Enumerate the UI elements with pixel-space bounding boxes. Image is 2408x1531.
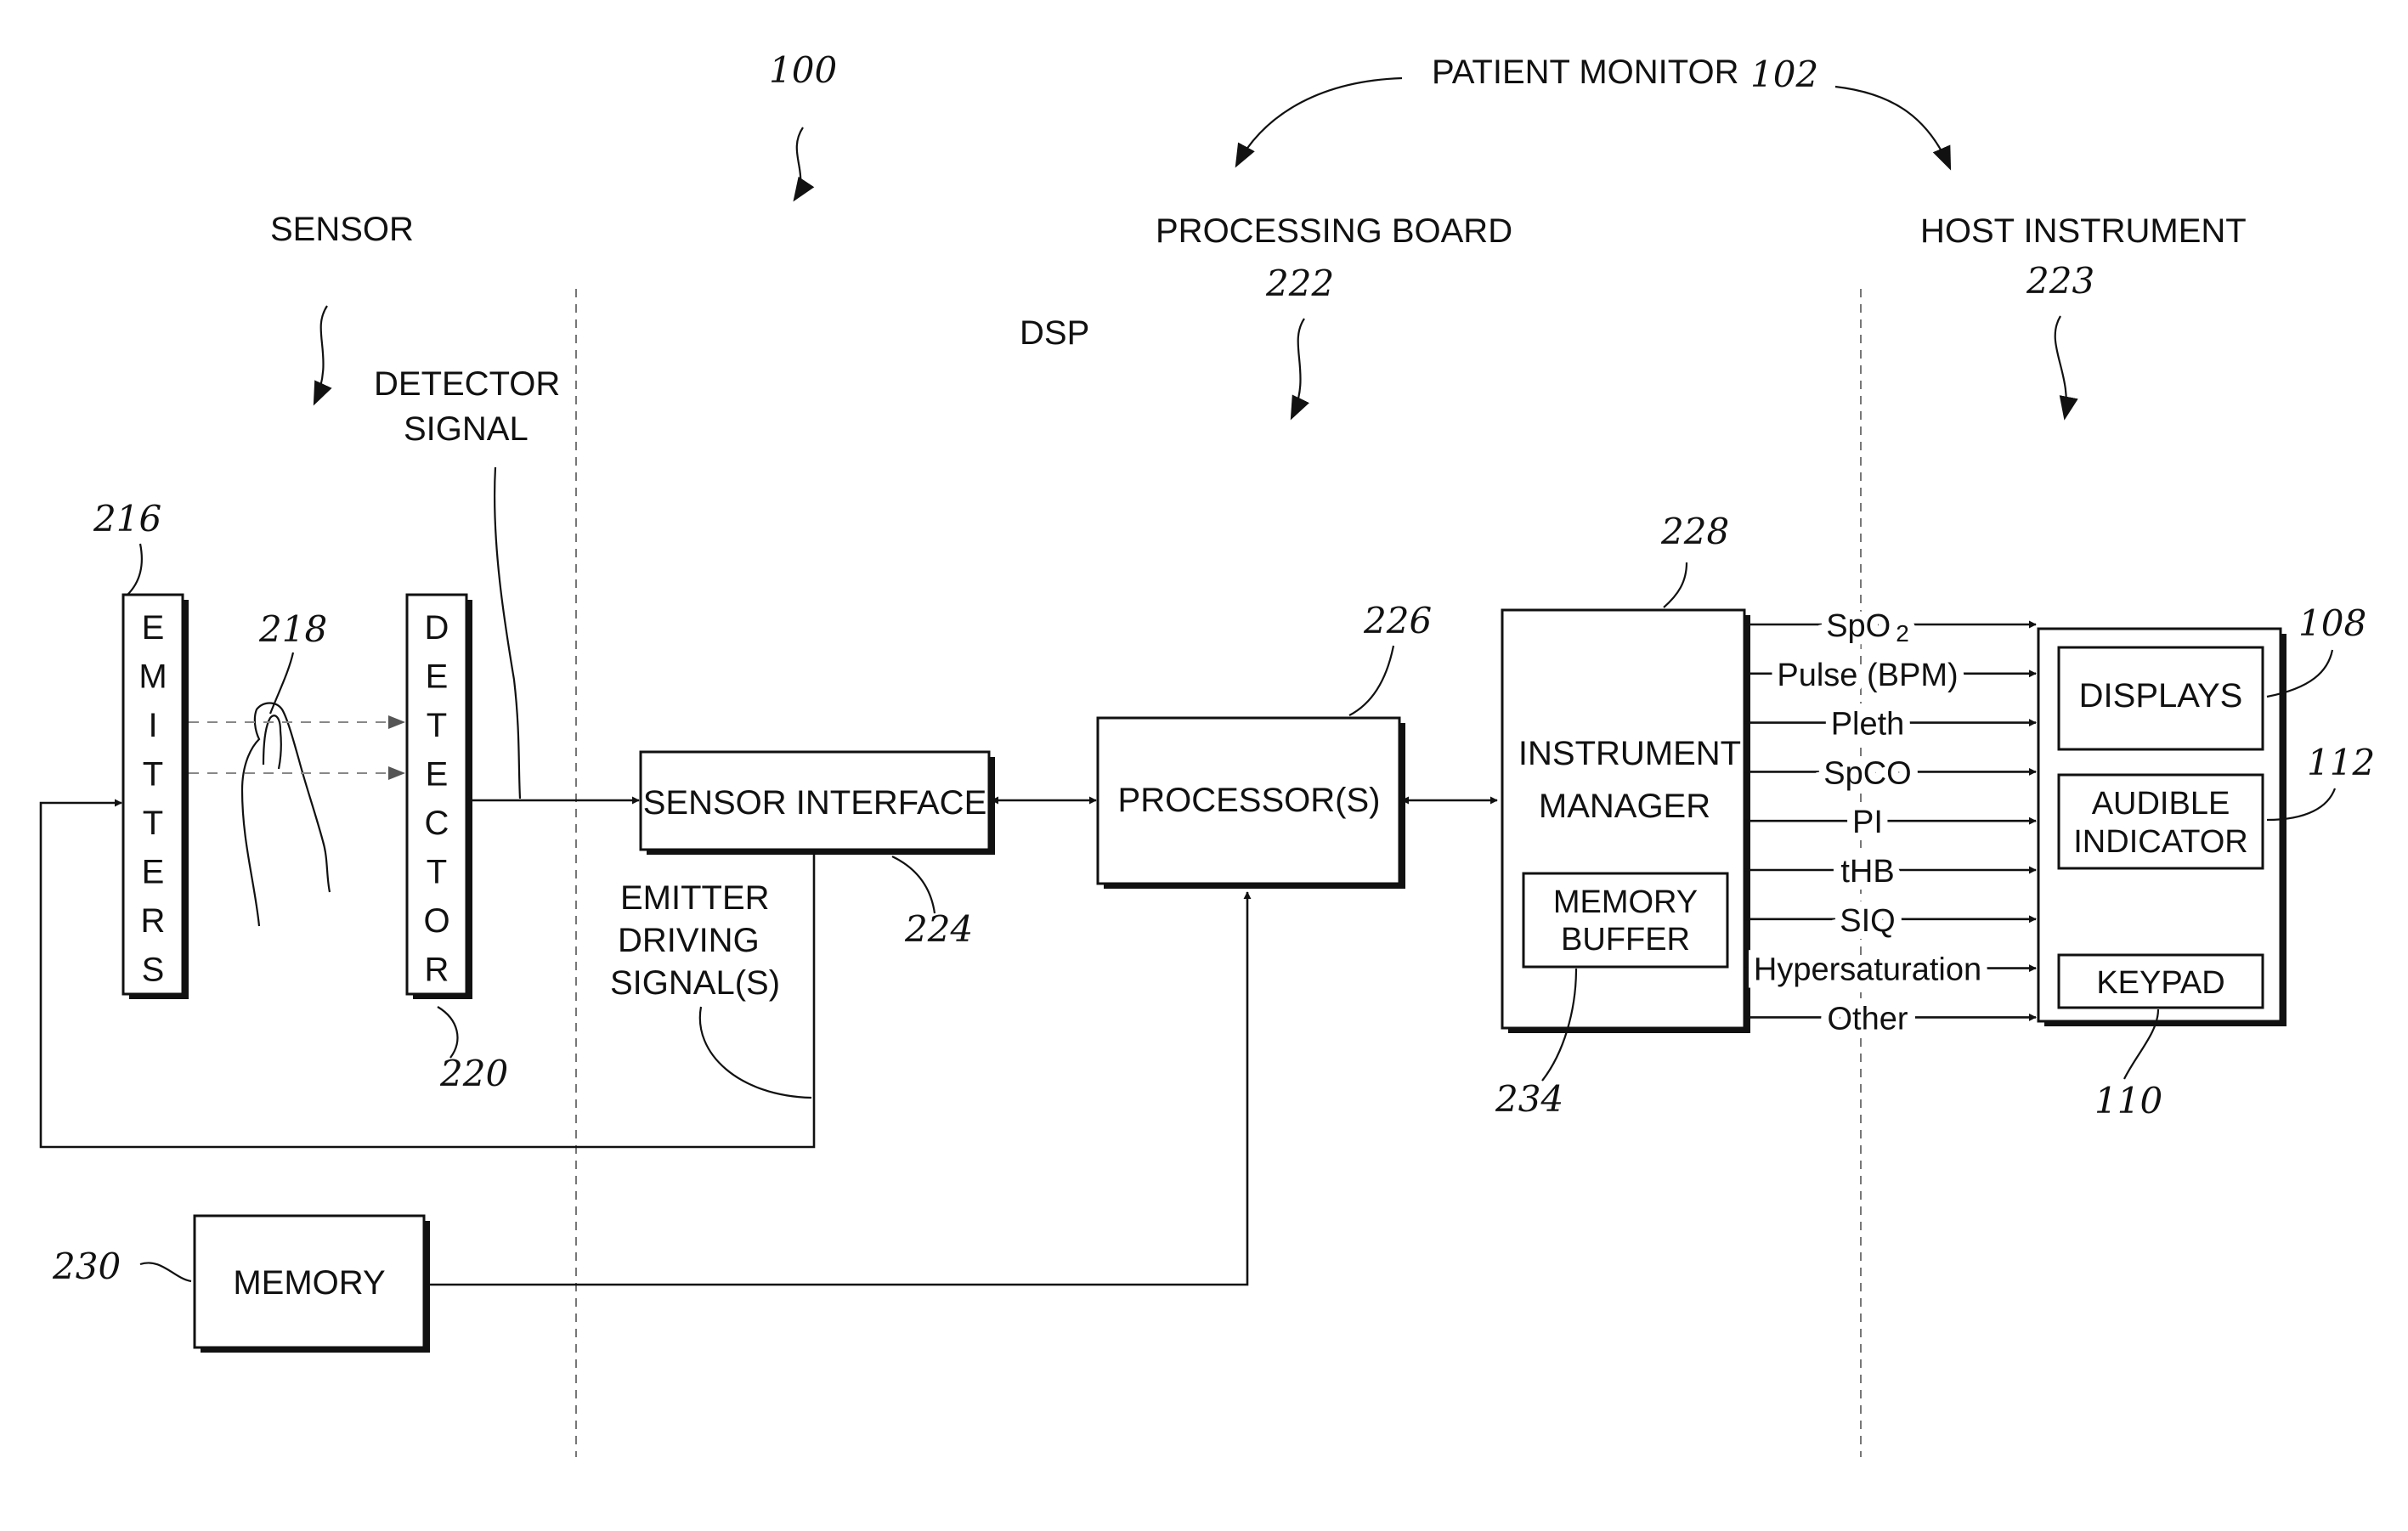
audible-indicator-label-2: INDICATOR: [2073, 824, 2248, 860]
output-label: PI: [1852, 805, 1883, 840]
host-instrument-block: DISPLAYS 108 AUDIBLE INDICATOR 112 KEYPA…: [2038, 602, 2375, 1121]
parameter-outputs: SpO2Pulse (BPM) PlethSpCO PI tHB SIQ Hypersat…: [1744, 608, 2036, 1037]
processor-block: 226 PROCESSOR(S): [1098, 600, 1432, 889]
emitters-block: 216 EMITTERS: [93, 498, 189, 999]
emitters-letter: R: [141, 902, 166, 940]
processing-board-ref: 222: [1265, 263, 1334, 304]
memory-processor-wire: [430, 892, 1247, 1285]
finger-illustration: 218: [242, 608, 330, 926]
instrument-manager-label-2: MANAGER: [1539, 788, 1710, 825]
emitters-letter: E: [142, 854, 165, 891]
finger-ref: 218: [258, 608, 327, 650]
svg-text:EMITTER: EMITTER: [620, 879, 770, 917]
instrument-manager-ref: 228: [1660, 511, 1729, 552]
emitters-letter: M: [138, 658, 167, 696]
processor-ref: 226: [1363, 600, 1432, 641]
memory-buffer-label-1: MEMORY: [1553, 884, 1698, 920]
output-label: tHB: [1840, 854, 1894, 890]
detector-ref: 220: [439, 1053, 508, 1094]
host-instrument-label: HOST INSTRUMENT: [1920, 212, 2247, 250]
svg-text:SIGNAL: SIGNAL: [404, 410, 529, 448]
displays-label: DISPLAYS: [2079, 677, 2243, 715]
memory-label: MEMORY: [233, 1264, 385, 1302]
sensor-interface-block: SENSOR INTERFACE 224: [641, 752, 995, 950]
header-labels: 100 PATIENT MONITOR 102 SENSOR PROCESSIN…: [270, 49, 2247, 418]
output-label: Hypersaturation: [1754, 952, 1981, 988]
output-label: Other: [1827, 1001, 1908, 1037]
emitters-letter: T: [143, 756, 163, 794]
memory-buffer-ref: 234: [1495, 1078, 1563, 1120]
keypad-label: KEYPAD: [2096, 965, 2224, 1001]
instrument-manager-block: 228 INSTRUMENT MANAGER MEMORY BUFFER 234: [1495, 511, 1750, 1120]
detector-letter: D: [425, 609, 449, 647]
sensor-label: SENSOR: [270, 211, 414, 248]
detector-letter: R: [425, 952, 449, 989]
emitter-driving-signal-label: EMITTER DRIVING SIGNAL(S): [610, 879, 811, 1098]
detector-letter: T: [427, 707, 447, 744]
output-label: Pulse (BPM): [1777, 658, 1958, 693]
system-ref: 100: [769, 49, 837, 91]
sensor-interface-ref: 224: [904, 908, 973, 950]
memory-buffer-label-2: BUFFER: [1561, 922, 1690, 958]
sensor-interface-label: SENSOR INTERFACE: [643, 784, 987, 822]
detector-letter: E: [426, 756, 449, 794]
emitters-ref: 216: [93, 498, 161, 540]
processor-label: PROCESSOR(S): [1118, 782, 1381, 819]
output-label: Pleth: [1831, 707, 1905, 743]
processing-board-label: PROCESSING BOARD: [1156, 212, 1512, 250]
memory-block: 230 MEMORY: [52, 1216, 430, 1353]
output-label: SpO2: [1826, 608, 1909, 647]
output-subscript: 2: [1896, 620, 1909, 647]
detector-letter: T: [427, 854, 447, 891]
svg-text:SIGNAL(S): SIGNAL(S): [610, 964, 780, 1002]
keypad-ref: 110: [2094, 1080, 2162, 1121]
instrument-manager-label-1: INSTRUMENT: [1518, 735, 1741, 772]
detector-letter: O: [423, 902, 449, 940]
emitters-letter: I: [148, 707, 157, 744]
emitters-letter: E: [142, 609, 165, 647]
svg-text:DRIVING: DRIVING: [618, 922, 760, 959]
memory-ref: 230: [52, 1246, 121, 1287]
patient-monitor-label: PATIENT MONITOR: [1432, 54, 1739, 91]
detector-letter: C: [425, 805, 449, 842]
displays-ref: 108: [2298, 602, 2366, 644]
svg-text:DETECTOR: DETECTOR: [374, 365, 560, 403]
detector-letter: E: [426, 658, 449, 696]
output-label: SIQ: [1840, 903, 1895, 939]
patient-monitor-ref: 102: [1750, 54, 1818, 95]
detector-block: DETECTOR 220: [407, 595, 508, 1094]
emitters-letter: T: [143, 805, 163, 842]
audible-indicator-label-1: AUDIBLE: [2092, 786, 2230, 822]
audible-indicator-ref: 112: [2307, 742, 2375, 783]
emitters-letter: S: [142, 952, 165, 989]
host-instrument-ref: 223: [2026, 260, 2094, 302]
dsp-label: DSP: [1020, 314, 1089, 352]
output-label: SpCO: [1823, 755, 1911, 791]
